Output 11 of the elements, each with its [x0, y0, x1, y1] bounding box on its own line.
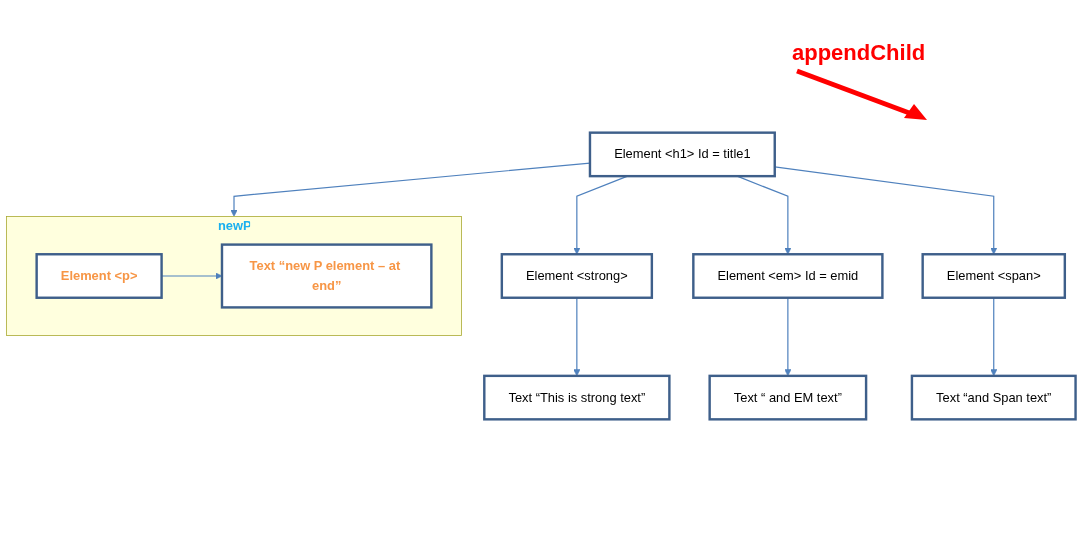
- node-box: Element <em> Id = emid: [692, 253, 884, 299]
- arrow: [774, 166, 998, 255]
- node-box: Text “ and EM text”: [708, 374, 868, 421]
- node-box: Element <strong>: [500, 253, 654, 299]
- node-box: Text “This is strong text”: [483, 374, 671, 421]
- node-box: Element <p>: [35, 253, 163, 299]
- node-box: Element <span>: [921, 253, 1067, 299]
- node-box: Element <h1> Id = title1: [588, 131, 776, 178]
- node-box: Text “new P element – at end”: [220, 243, 433, 309]
- node-box: Text “and Span text”: [910, 374, 1077, 421]
- method-label: appendChild: [792, 40, 926, 66]
